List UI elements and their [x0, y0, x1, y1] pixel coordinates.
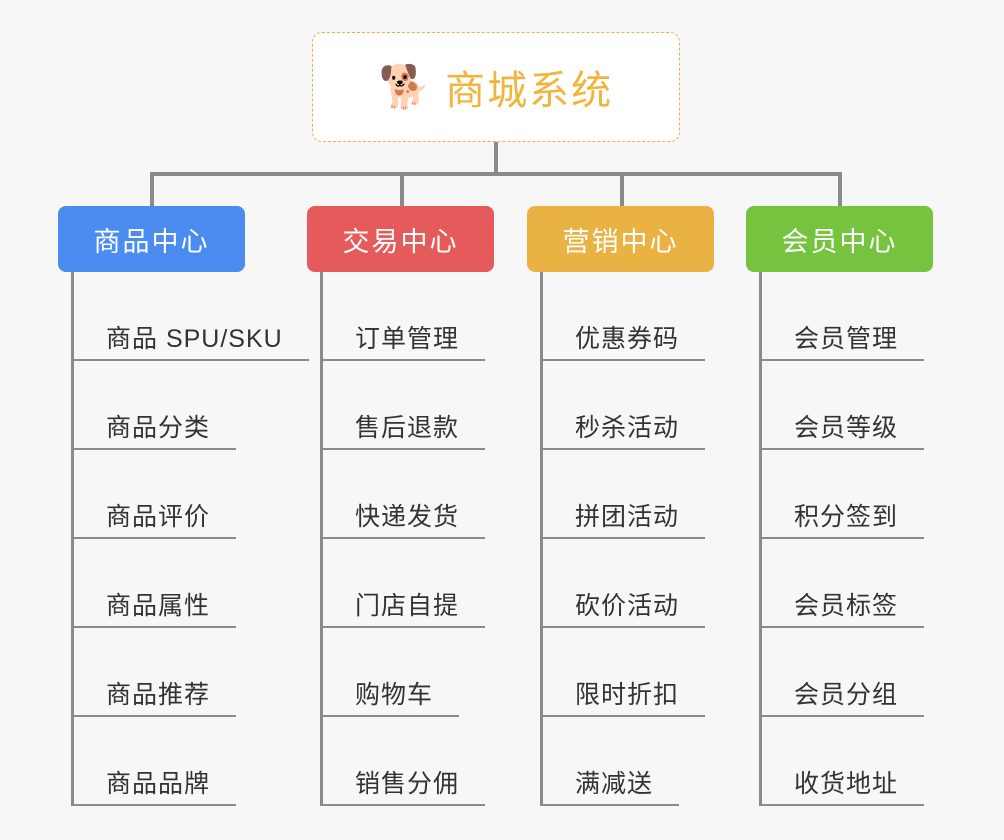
- leaf-list-marketing-center: 优惠券码秒杀活动拼团活动砍价活动限时折扣满减送: [540, 272, 714, 806]
- category-header-label: 营销中心: [562, 226, 679, 257]
- leaf-item-label: 积分签到: [794, 503, 899, 531]
- column-product-center: 商品中心商品 SPU/SKU 商品分类商品评价商品属性商品推荐商品品牌: [58, 206, 309, 806]
- leaf-item-label: 优惠券码: [575, 325, 680, 353]
- leaf-item-label: 收货地址: [794, 770, 899, 798]
- leaf-item[interactable]: 商品属性: [71, 539, 309, 628]
- leaf-list-product-center: 商品 SPU/SKU 商品分类商品评价商品属性商品推荐商品品牌: [71, 272, 309, 806]
- leaf-item-label: 限时折扣: [575, 681, 680, 709]
- leaf-item[interactable]: 收货地址: [759, 717, 933, 806]
- leaf-item[interactable]: 积分签到: [759, 450, 933, 539]
- leaf-item[interactable]: 满减送: [540, 717, 714, 806]
- leaf-item-rule: [759, 715, 924, 717]
- leaf-item-rule: [540, 715, 705, 717]
- leaf-item[interactable]: 秒杀活动: [540, 361, 714, 450]
- leaf-item-label: 商品分类: [106, 414, 211, 442]
- shiba-dog-face-icon: 🐕: [378, 63, 432, 110]
- leaf-item[interactable]: 售后退款: [320, 361, 494, 450]
- leaf-item[interactable]: 订单管理: [320, 272, 494, 361]
- category-header-marketing-center[interactable]: 营销中心: [527, 206, 714, 272]
- leaf-item-rule: [320, 804, 485, 806]
- leaf-item-label: 砍价活动: [575, 592, 680, 620]
- leaf-item[interactable]: 购物车: [320, 628, 494, 717]
- leaf-item-label: 商品评价: [106, 503, 211, 531]
- leaf-item-rule: [71, 537, 236, 539]
- category-header-product-center[interactable]: 商品中心: [58, 206, 245, 272]
- leaf-item[interactable]: 商品品牌: [71, 717, 309, 806]
- leaf-item-rule: [71, 804, 236, 806]
- leaf-item[interactable]: 商品分类: [71, 361, 309, 450]
- leaf-item-label: 商品 SPU/SKU: [106, 325, 283, 353]
- leaf-item-label: 会员分组: [794, 681, 899, 709]
- leaf-item-rule: [759, 359, 924, 361]
- root-node[interactable]: 🐕 商城系统: [312, 32, 680, 142]
- leaf-item[interactable]: 商品 SPU/SKU: [71, 272, 309, 361]
- leaf-item[interactable]: 快递发货: [320, 450, 494, 539]
- category-header-label: 商品中心: [93, 226, 210, 257]
- category-header-label: 会员中心: [781, 226, 898, 257]
- leaf-item-rule: [540, 804, 679, 806]
- leaf-item-rule: [540, 448, 705, 450]
- category-header-label: 交易中心: [342, 226, 459, 257]
- leaf-item[interactable]: 砍价活动: [540, 539, 714, 628]
- leaf-item[interactable]: 优惠券码: [540, 272, 714, 361]
- leaf-item-label: 会员标签: [794, 592, 899, 620]
- column-marketing-center: 营销中心优惠券码秒杀活动拼团活动砍价活动限时折扣满减送: [527, 206, 714, 806]
- leaf-item-label: 拼团活动: [575, 503, 680, 531]
- leaf-item-rule: [759, 626, 924, 628]
- leaf-item-rule: [759, 804, 924, 806]
- branch-drop-3: [620, 172, 624, 206]
- leaf-item[interactable]: 限时折扣: [540, 628, 714, 717]
- leaf-item[interactable]: 会员管理: [759, 272, 933, 361]
- branch-drop-2: [400, 172, 404, 206]
- leaf-item-label: 订单管理: [355, 325, 460, 353]
- leaf-item-label: 满减送: [575, 770, 654, 798]
- leaf-item-rule: [71, 448, 236, 450]
- leaf-item-label: 会员等级: [794, 414, 899, 442]
- leaf-item-label: 销售分佣: [355, 770, 460, 798]
- leaf-item-label: 商品属性: [106, 592, 211, 620]
- leaf-item-rule: [540, 537, 705, 539]
- leaf-list-trade-center: 订单管理售后退款快递发货门店自提购物车销售分佣: [320, 272, 494, 806]
- leaf-item-label: 商品推荐: [106, 681, 211, 709]
- leaf-item-label: 门店自提: [355, 592, 460, 620]
- leaf-item-rule: [71, 359, 309, 361]
- leaf-item-rule: [320, 715, 459, 717]
- leaf-item-rule: [320, 359, 485, 361]
- leaf-item[interactable]: 会员分组: [759, 628, 933, 717]
- branch-bus-line: [150, 172, 842, 176]
- leaf-item-rule: [320, 626, 485, 628]
- leaf-item-rule: [320, 537, 485, 539]
- column-member-center: 会员中心会员管理会员等级积分签到会员标签会员分组收货地址: [746, 206, 933, 806]
- leaf-item[interactable]: 会员标签: [759, 539, 933, 628]
- column-trade-center: 交易中心订单管理售后退款快递发货门店自提购物车销售分佣: [307, 206, 494, 806]
- leaf-list-member-center: 会员管理会员等级积分签到会员标签会员分组收货地址: [759, 272, 933, 806]
- root-title: 商城系统: [445, 69, 614, 113]
- root-connector-stem: [494, 142, 498, 176]
- category-header-member-center[interactable]: 会员中心: [746, 206, 933, 272]
- leaf-item-rule: [759, 448, 924, 450]
- leaf-item[interactable]: 商品评价: [71, 450, 309, 539]
- leaf-item[interactable]: 会员等级: [759, 361, 933, 450]
- leaf-item-label: 秒杀活动: [575, 414, 680, 442]
- branch-drop-1: [150, 172, 154, 206]
- leaf-item-label: 商品品牌: [106, 770, 211, 798]
- leaf-item[interactable]: 拼团活动: [540, 450, 714, 539]
- leaf-item-rule: [71, 715, 236, 717]
- leaf-item-rule: [540, 626, 705, 628]
- leaf-item-rule: [71, 626, 236, 628]
- leaf-item[interactable]: 门店自提: [320, 539, 494, 628]
- leaf-item-rule: [759, 537, 924, 539]
- leaf-item-rule: [540, 359, 705, 361]
- leaf-item-label: 售后退款: [355, 414, 460, 442]
- leaf-item-label: 购物车: [355, 681, 434, 709]
- category-header-trade-center[interactable]: 交易中心: [307, 206, 494, 272]
- branch-drop-4: [838, 172, 842, 206]
- leaf-item-label: 会员管理: [794, 325, 899, 353]
- leaf-item-label: 快递发货: [355, 503, 460, 531]
- leaf-item-rule: [320, 448, 485, 450]
- leaf-item[interactable]: 商品推荐: [71, 628, 309, 717]
- leaf-item[interactable]: 销售分佣: [320, 717, 494, 806]
